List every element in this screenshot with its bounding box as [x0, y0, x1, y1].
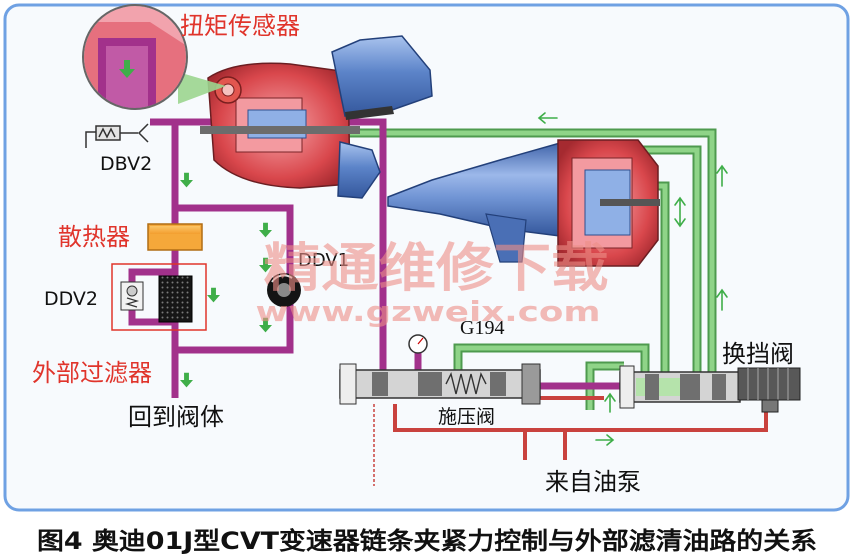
radiator-highlight	[150, 226, 200, 234]
flow-arrow-right-icon	[595, 434, 615, 446]
pressure-valve	[339, 363, 541, 405]
secondary-pulley-shaft	[600, 199, 660, 206]
dbv2-valve-spring	[98, 127, 116, 139]
shift-valve-label: 换挡阀	[722, 340, 794, 368]
ddv1-valve-icon	[267, 273, 301, 307]
inset-leader	[178, 72, 226, 104]
ddv2-valve-spring	[124, 297, 140, 308]
return-to-valve-body-label: 回到阀体	[128, 403, 224, 431]
green-line-top-fill	[250, 130, 715, 372]
primary-pulley-chain	[345, 106, 394, 120]
pressure-valve-label: 施压阀	[438, 406, 495, 428]
pressure-valve-left-cap	[339, 363, 357, 405]
flow-arrow-up-icon	[716, 164, 728, 187]
watermark: 精通维修下载 www.gzweix.com	[256, 239, 609, 328]
dbv2-valve-body	[95, 125, 121, 141]
torque-sensor	[214, 76, 242, 104]
watermark-title: 精通维修下载	[264, 239, 609, 299]
torque-sensor-center	[221, 83, 235, 97]
shift-valve-spool-2	[680, 374, 700, 400]
ddv2-valve-ball	[126, 285, 138, 297]
pressure-valve-spool-2	[418, 372, 442, 396]
red-line-bottom-loop	[393, 404, 768, 432]
flow-arrow-up-icon	[716, 288, 728, 311]
dbv2-label: DBV2	[100, 153, 152, 175]
inset-content	[84, 6, 186, 108]
flow-arrow-updown-icon	[674, 196, 686, 228]
primary-pulley-shaft	[200, 126, 360, 134]
inset-ring	[82, 4, 188, 110]
shift-valve-solenoid	[737, 367, 801, 401]
figure-caption: 图4 奥迪01J型CVT变速器链条夹紧力控制与外部滤清油路的关系	[37, 527, 817, 555]
dbv2-valve-icon	[85, 123, 149, 148]
inset-pink-area	[84, 6, 186, 46]
torque-sensor-inset	[82, 4, 226, 110]
pressure-valve-spring	[445, 371, 487, 395]
ddv1-valve-center	[277, 283, 291, 297]
external-filter-label: 外部过滤器	[32, 359, 152, 387]
pressure-gauge-icon	[408, 334, 428, 354]
primary-pulley-sheave-lower	[337, 141, 381, 199]
external-filter-outline	[111, 263, 207, 331]
shift-valve-oil-chamber	[636, 378, 684, 396]
watermark-url: www.gzweix.com	[256, 295, 601, 328]
from-oil-pump-label: 来自油泵	[545, 468, 641, 496]
radiator-label: 散热器	[58, 223, 130, 251]
secondary-pulley	[387, 139, 660, 267]
ddv1-valve-highlight	[271, 274, 293, 283]
shift-valve	[619, 365, 801, 413]
shift-valve-solenoid-coil	[747, 368, 789, 400]
pressure-gauge-needle	[417, 337, 424, 345]
primary-pulley	[200, 35, 433, 199]
radiator	[147, 223, 203, 251]
shift-valve-spool-3	[712, 374, 726, 400]
pressure-valve-spool-1	[372, 372, 388, 396]
shift-valve-left-cap	[619, 365, 635, 409]
shift-valve-connector	[761, 399, 779, 413]
pressure-valve-right-cap	[521, 363, 541, 405]
flow-arrows	[180, 112, 728, 446]
dbv2-valve-port	[85, 131, 96, 148]
g194-label: G194	[460, 317, 504, 339]
flow-arrow-up-icon	[604, 392, 616, 413]
pressure-valve-spool-3	[490, 372, 506, 396]
ddv2-valve-icon	[120, 281, 144, 311]
ddv1-label: DDV1	[298, 250, 349, 271]
ddv2-label: DDV2	[44, 288, 98, 310]
green-line-middle-fill	[455, 345, 648, 372]
torque-sensor-label: 扭矩传感器	[180, 12, 300, 40]
dbv2-valve-chevron	[137, 123, 149, 143]
shift-valve-spool-1	[645, 374, 659, 400]
red-oil-lines	[373, 396, 768, 486]
flow-arrow-left-icon	[537, 112, 558, 124]
external-filter-element	[158, 275, 193, 323]
green-line-lower-fill	[587, 363, 624, 410]
secondary-pulley-lower-sheave	[485, 213, 527, 263]
external-filter	[111, 263, 207, 331]
labels: 扭矩传感器 DBV2 散热器 DDV2 DDV1 外部过滤器 回到阀体 G194…	[32, 12, 794, 496]
